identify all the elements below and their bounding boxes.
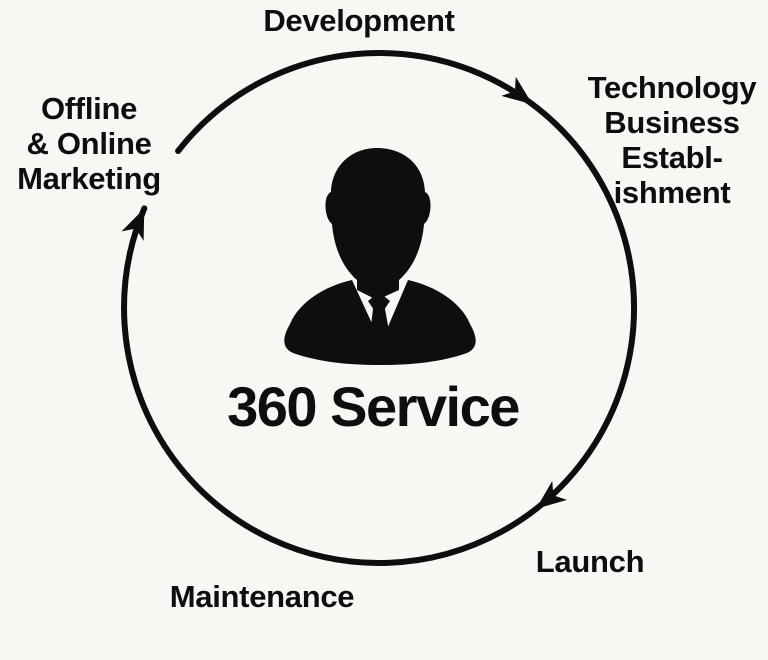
cycle-arc (121, 50, 638, 566)
step-label-line: ishment (613, 175, 731, 210)
center-title: 360 Service (227, 375, 520, 438)
step-label-development: Development (263, 3, 455, 38)
arrowhead-icon (536, 480, 568, 509)
step-label-line: Launch (535, 544, 645, 579)
businessman-icon (284, 148, 476, 365)
arrowhead-icon (501, 76, 533, 105)
step-label-line: & Online (26, 126, 152, 161)
businessman-tie (368, 292, 391, 355)
arrowhead-icon (121, 208, 145, 241)
step-label-maintenance: Maintenance (169, 579, 355, 614)
businessman-head (325, 148, 431, 300)
step-label-line: Establ- (621, 140, 723, 175)
step-label-line: Maintenance (169, 579, 355, 614)
step-label-line: Business (604, 105, 740, 140)
step-label-line: Development (263, 3, 455, 38)
step-label-line: Offline (40, 91, 138, 126)
businessman-suit (284, 280, 476, 365)
step-label-technology-business-establishment: Technology Business Establ- ishment (588, 70, 757, 210)
step-label-launch: Launch (535, 544, 645, 579)
step-label-line: Technology (587, 70, 757, 105)
step-label-line: Marketing (17, 161, 161, 196)
step-label-offline-online-marketing: Offline & Online Marketing (17, 91, 161, 196)
